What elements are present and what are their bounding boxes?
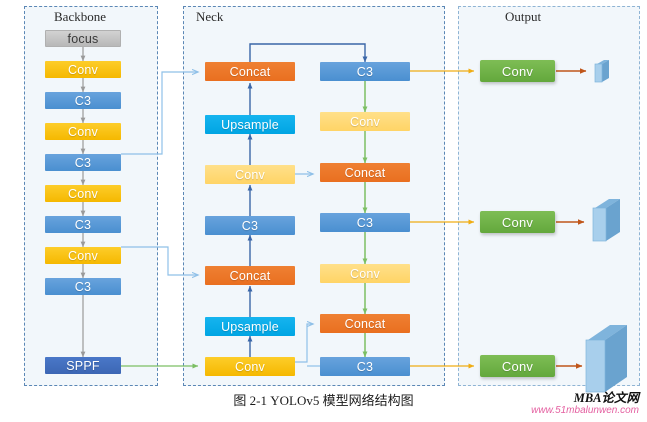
neck-section-title: Neck: [196, 9, 224, 24]
backbone-block-focus[interactable]: focus: [45, 30, 121, 47]
neck-left-block-concat-1[interactable]: Concat: [205, 62, 295, 81]
neck-left-block-conv-2[interactable]: Conv: [205, 357, 295, 376]
output-block-conv-3[interactable]: Conv: [480, 355, 555, 377]
neck-left-block-c3-1[interactable]: C3: [205, 216, 295, 235]
backbone-section-title: Backbone: [54, 9, 106, 24]
neck-right-block-concat-2[interactable]: Concat: [320, 314, 410, 333]
neck-left-block-conv-1[interactable]: Conv: [205, 165, 295, 184]
neck-right-block-conv-2[interactable]: Conv: [320, 264, 410, 283]
backbone-block-c3-4[interactable]: C3: [45, 278, 121, 295]
backbone-block-conv-2[interactable]: Conv: [45, 123, 121, 140]
neck-right-block-c3-3[interactable]: C3: [320, 357, 410, 376]
backbone-block-conv-4[interactable]: Conv: [45, 247, 121, 264]
neck-right-block-conv-1[interactable]: Conv: [320, 112, 410, 131]
neck-left-block-upsample-2[interactable]: Upsample: [205, 317, 295, 336]
watermark-url: www.51mbalunwen.com: [531, 405, 639, 417]
neck-right-block-c3-1[interactable]: C3: [320, 62, 410, 81]
neck-left-block-concat-2[interactable]: Concat: [205, 266, 295, 285]
backbone-block-c3-2[interactable]: C3: [45, 154, 121, 171]
backbone-block-conv-3[interactable]: Conv: [45, 185, 121, 202]
backbone-block-c3-1[interactable]: C3: [45, 92, 121, 109]
output-section-title: Output: [505, 9, 542, 24]
backbone-block-sppf[interactable]: SPPF: [45, 357, 121, 374]
neck-right-block-concat-1[interactable]: Concat: [320, 163, 410, 182]
neck-left-block-upsample-1[interactable]: Upsample: [205, 115, 295, 134]
backbone-block-c3-3[interactable]: C3: [45, 216, 121, 233]
backbone-block-conv-1[interactable]: Conv: [45, 61, 121, 78]
neck-right-block-c3-2[interactable]: C3: [320, 213, 410, 232]
watermark: MBA论文网 www.51mbalunwen.com: [531, 391, 639, 417]
figure-caption: 图 2-1 YOLOv5 模型网络结构图: [233, 393, 414, 408]
output-block-conv-2[interactable]: Conv: [480, 211, 555, 233]
output-block-conv-1[interactable]: Conv: [480, 60, 555, 82]
watermark-title: MBA论文网: [573, 391, 639, 405]
